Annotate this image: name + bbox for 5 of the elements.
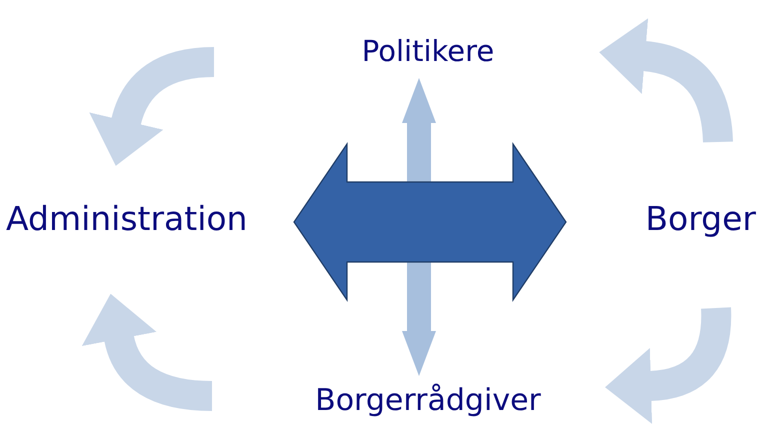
node-label: Borgerrådgiver [315,384,541,416]
node-label: Administration [6,200,248,238]
double-arrow [293,142,567,302]
node-label: Politikere [362,36,494,68]
node-label: Borger [645,200,756,238]
